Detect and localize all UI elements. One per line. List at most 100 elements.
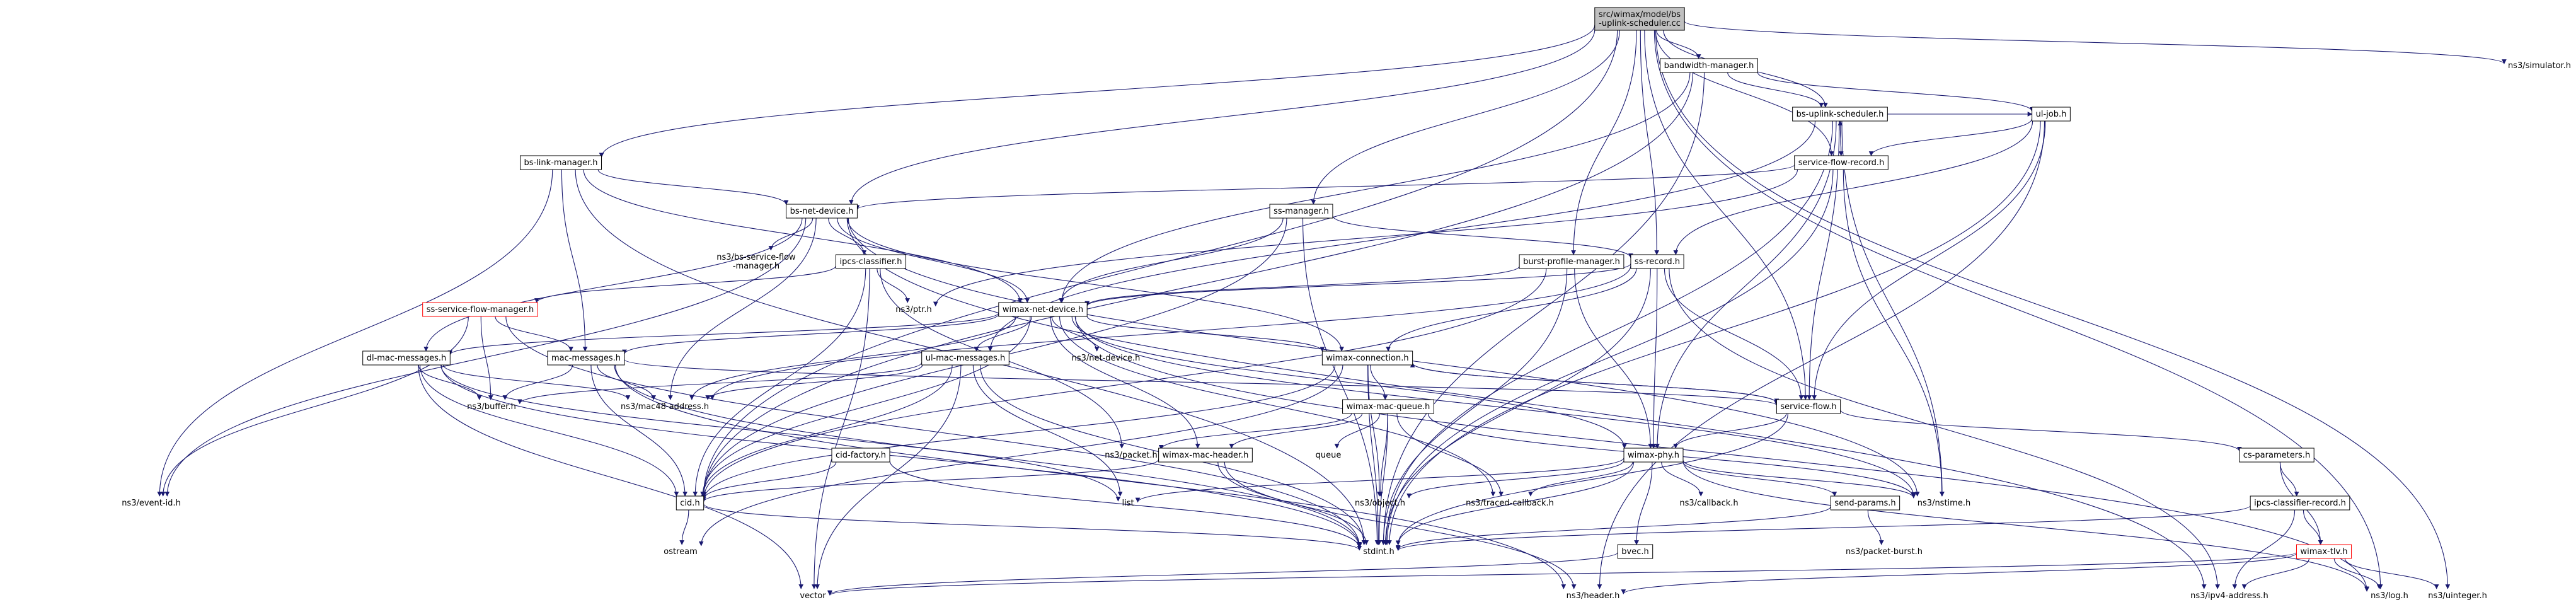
node-cid-factory[interactable]: cid-factory.h (831, 448, 890, 463)
edges-layer (157, 21, 2507, 596)
node-label: bs-link-manager.h (524, 158, 597, 168)
edge-bs-net-device-to-wimax-net-device (837, 217, 1030, 303)
edge-send-params-to-stdint (1396, 506, 1831, 550)
edge-cid-factory-to-cid (701, 461, 837, 500)
node-label: ns3/packet.h (1105, 451, 1158, 460)
node-label: ns3/ipv4-address.h (2190, 591, 2268, 601)
node-label: ipcs-classifier.h (839, 257, 902, 267)
node-burst-profile-manager[interactable]: burst-profile-manager.h (1519, 254, 1624, 269)
edge-ss-record-to-service-flow (1664, 268, 1804, 400)
node-box (1321, 350, 1413, 366)
node-mac48-address[interactable]: ns3/mac48-address.h (621, 402, 709, 412)
edge-bandwidth-manager-to-ul-job (1757, 72, 2035, 112)
node-ptr[interactable]: ns3/ptr.h (895, 305, 932, 315)
edge-wimax-tlv-to-header (1621, 553, 2297, 594)
edge-cid-to-stdint (703, 504, 1362, 551)
node-ul-job[interactable]: ul-job.h (2032, 107, 2071, 122)
edge-ipcs-classifier-to-cid (693, 268, 866, 497)
node-box (1617, 544, 1653, 559)
edge-ipcs-classifier-to-ss-service-flow-manager (534, 265, 837, 303)
edge-service-flow-to-wimax-phy (1673, 413, 1787, 449)
node-ipcs-classifier[interactable]: ipcs-classifier.h (835, 254, 907, 269)
node-box (1623, 448, 1684, 463)
node-bs-uplink-scheduler[interactable]: bs-uplink-scheduler.h (1792, 107, 1888, 122)
edge-ul-mac-messages-to-vector (815, 364, 962, 589)
node-label: stdint.h (1363, 547, 1394, 557)
edge-service-flow-record-to-ptr (933, 169, 1798, 307)
node-label: ns3/mac48-address.h (621, 402, 709, 412)
node-packet[interactable]: ns3/packet.h (1105, 451, 1158, 460)
edge-wimax-tlv-to-vector (827, 552, 2297, 596)
node-event-id[interactable]: ns3/event-id.h (122, 499, 181, 508)
node-box (2296, 544, 2352, 559)
node-dl-mac-messages[interactable]: dl-mac-messages.h (362, 350, 451, 366)
node-ostream[interactable]: ostream (664, 547, 698, 557)
edge-bandwidth-manager-to-stdint (1381, 72, 1705, 545)
node-bandwidth-manager[interactable]: bandwidth-manager.h (1660, 58, 1758, 73)
node-callback[interactable]: ns3/callback.h (1679, 499, 1738, 508)
edge-service-flow-to-wimax-connection (1410, 362, 1777, 403)
node-header[interactable]: ns3/header.h (1567, 591, 1620, 601)
node-mac-messages[interactable]: mac-messages.h (547, 350, 625, 366)
node-uinteger[interactable]: ns3/uinteger.h (2428, 591, 2487, 601)
edge-bs-net-device-to-ipcs-classifier (828, 217, 867, 255)
edge-ul-mac-messages-to-list (972, 364, 1123, 497)
edge-ul-job-to-stdint (1387, 120, 2041, 545)
edge-burst-profile-manager-to-wimax-net-device (1084, 266, 1520, 306)
node-wimax-connection[interactable]: wimax-connection.h (1321, 350, 1413, 366)
node-wimax-mac-queue[interactable]: wimax-mac-queue.h (1342, 399, 1434, 414)
node-cs-parameters[interactable]: cs-parameters.h (2239, 448, 2314, 463)
node-label: ns3/header.h (1567, 591, 1620, 601)
node-object[interactable]: ns3/object.h (1355, 499, 1405, 508)
node-ss-record[interactable]: ss-record.h (1630, 254, 1684, 269)
node-label: ns3/bs-service-flow-manager.h (716, 253, 796, 271)
node-ul-mac-messages[interactable]: ul-mac-messages.h (921, 350, 1009, 366)
edge-mac-messages-to-stdint (614, 364, 1362, 548)
node-wimax-mac-header[interactable]: wimax-mac-header.h (1158, 448, 1253, 463)
node-box (547, 350, 625, 366)
node-label: ul-job.h (2036, 110, 2067, 119)
node-bs-service-flow-manager[interactable]: ns3/bs-service-flow-manager.h (716, 253, 796, 271)
node-bs-link-manager[interactable]: bs-link-manager.h (519, 155, 602, 170)
node-ss-manager[interactable]: ss-manager.h (1269, 204, 1333, 219)
edge-bs-uplink-scheduler-to-wimax-phy (1655, 120, 1837, 449)
node-bvec[interactable]: bvec.h (1617, 544, 1653, 559)
edge-bandwidth-manager-to-wimax-net-device (1059, 72, 1691, 303)
edge-wimax-mac-queue-to-traced-callback (1396, 413, 1504, 497)
edge-wimax-net-device-to-mac48-address (689, 316, 1016, 400)
edge-bandwidth-manager-to-cid (701, 72, 1693, 498)
node-buffer[interactable]: ns3/buffer.h (467, 402, 516, 412)
node-packet-burst[interactable]: ns3/packet-burst.h (1846, 547, 1923, 557)
node-traced-callback[interactable]: ns3/traced-callback.h (1466, 499, 1554, 508)
node-ss-service-flow-manager[interactable]: ss-service-flow-manager.h (422, 302, 538, 317)
node-ipcs-classifier-record[interactable]: ipcs-classifier-record.h (2250, 495, 2350, 511)
node-cid[interactable]: cid.h (676, 495, 704, 511)
node-send-params[interactable]: send-params.h (1830, 495, 1900, 511)
edge-ss-manager-to-wimax-net-device (1059, 217, 1284, 303)
node-net-device[interactable]: ns3/net-device.h (1072, 354, 1141, 363)
node-stdint[interactable]: stdint.h (1363, 547, 1394, 557)
edge-wimax-connection-to-object (1367, 364, 1382, 497)
node-list[interactable]: list (1122, 499, 1134, 508)
node-simulator[interactable]: ns3/simulator.h (2508, 61, 2571, 71)
node-vector[interactable]: vector (800, 591, 826, 601)
node-nstime[interactable]: ns3/nstime.h (1918, 499, 1970, 508)
node-queue[interactable]: queue (1316, 451, 1342, 460)
edge-service-flow-record-to-bs-net-device (854, 165, 1795, 211)
node-service-flow-record[interactable]: service-flow-record.h (1794, 155, 1889, 170)
node-label: wimax-mac-header.h (1163, 451, 1249, 460)
node-root[interactable]: src/wimax/model/bs-uplink-scheduler.cc (1594, 7, 1685, 31)
edge-wimax-mac-header-to-stdint (1217, 461, 1369, 545)
node-ipv4-address[interactable]: ns3/ipv4-address.h (2190, 591, 2268, 601)
edge-bs-uplink-scheduler-to-ul-mac-messages (987, 120, 1816, 352)
node-wimax-phy[interactable]: wimax-phy.h (1623, 448, 1684, 463)
node-service-flow[interactable]: service-flow.h (1776, 399, 1841, 414)
node-bs-net-device[interactable]: bs-net-device.h (786, 204, 858, 219)
node-wimax-tlv[interactable]: wimax-tlv.h (2296, 544, 2352, 559)
node-label: ns3/callback.h (1679, 499, 1738, 508)
node-log[interactable]: ns3/log.h (2371, 591, 2408, 601)
edge-wimax-phy-to-stdint (1395, 461, 1635, 545)
node-wimax-net-device[interactable]: wimax-net-device.h (998, 302, 1088, 317)
edge-wimax-phy-to-log (1682, 460, 2369, 592)
